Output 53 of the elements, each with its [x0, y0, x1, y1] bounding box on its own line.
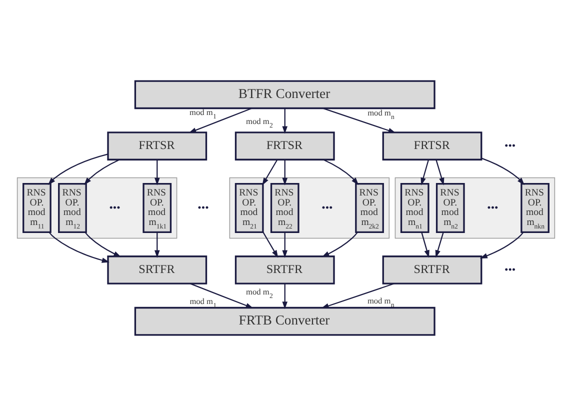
arrow — [84, 232, 122, 258]
node-box: RNS OP. mod m$_{21}$ — [234, 182, 264, 234]
arrow — [154, 160, 160, 186]
arrow — [262, 160, 278, 186]
arrow — [282, 108, 288, 134]
label: ••• — [504, 264, 516, 276]
node-box: RNS OP. mod m$_{12}$ — [58, 182, 87, 234]
edge-label: mod m$_{1}$ — [190, 108, 216, 120]
arrow — [154, 232, 160, 258]
arrow — [190, 283, 254, 308]
arrow — [421, 232, 430, 258]
label: ••• — [322, 202, 333, 214]
label: ••• — [487, 202, 498, 214]
arrow — [84, 159, 120, 185]
node-box: RNS OP. mod m$_{nkn}$ — [520, 182, 550, 234]
arrow — [262, 232, 278, 258]
node-box: SRTFR — [107, 256, 208, 284]
edge-label: mod m$_{1}$ — [190, 296, 217, 310]
label: ••• — [504, 140, 516, 152]
arrow — [322, 232, 358, 258]
node-box: FRTB Converter — [134, 306, 436, 336]
arrow — [282, 232, 288, 258]
label: ••• — [198, 202, 209, 214]
arrow — [282, 284, 288, 310]
node-box: SRTFR — [382, 256, 482, 284]
arrow — [48, 232, 110, 263]
edge-label: mod m$_{2}$ — [246, 288, 273, 300]
node-box: FRTSR — [234, 132, 335, 160]
arrow — [321, 283, 394, 308]
node-box: RNS OP. mod m$_{n2}$ — [436, 182, 465, 234]
edge-label: mod m$_{2}$ — [246, 117, 273, 130]
arrow — [282, 160, 288, 186]
node-box: RNS OP. mod m$_{2k2}$ — [355, 182, 384, 234]
node-box: RNS OP. mod m$_{n1}$ — [400, 182, 430, 234]
arrow — [436, 160, 444, 186]
arrow — [188, 108, 252, 133]
arrow — [480, 232, 524, 258]
arrow — [420, 160, 430, 186]
node-box: FRTSR — [382, 132, 482, 160]
edge-label: mod m$_{n}$ — [367, 296, 394, 309]
node-box: SRTFR — [234, 256, 335, 284]
node-box: FRTSR — [107, 132, 208, 160]
node-box: RNS OP. mod m$_{22}$ — [270, 182, 300, 234]
node-box: RNS OP. mod m$_{1k1}$ — [142, 182, 172, 234]
arrow — [435, 232, 444, 258]
edge-label: mod m$_{n}$ — [368, 108, 394, 121]
label: ••• — [109, 202, 120, 214]
node-box: RNS OP. mod m$_{11}$ — [22, 182, 52, 234]
arrow — [48, 154, 108, 185]
node-box: BTFR Converter — [134, 80, 436, 110]
arrow — [322, 108, 396, 134]
arrow — [481, 158, 525, 186]
arrow — [323, 159, 359, 185]
